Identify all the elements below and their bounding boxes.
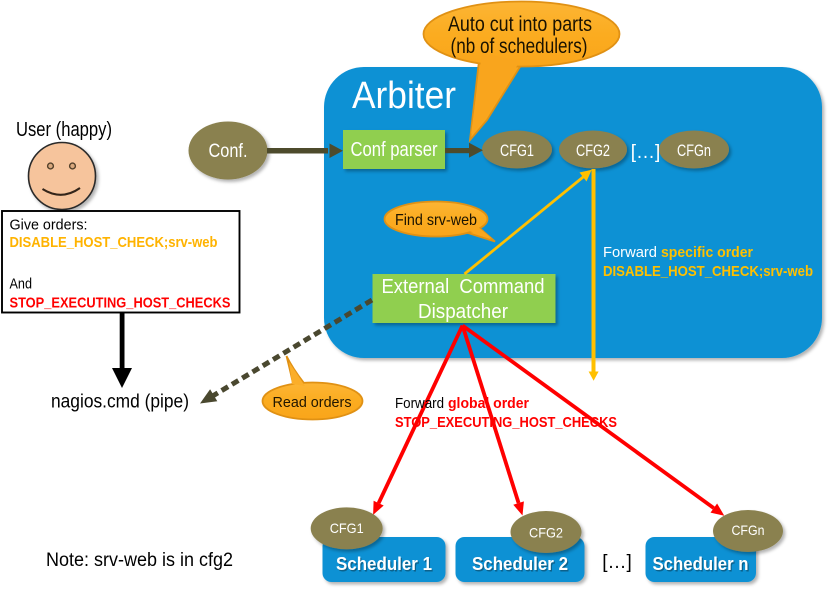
svg-text:global order: global order: [448, 395, 529, 412]
svg-text:CFG1: CFG1: [330, 520, 364, 536]
svg-text:And: And: [10, 276, 33, 293]
svg-text:STOP_EXECUTING_HOST_CHECKS: STOP_EXECUTING_HOST_CHECKS: [395, 414, 617, 431]
svg-text:Arbiter: Arbiter: [352, 75, 456, 117]
svg-text:DISABLE_HOST_CHECK;srv-web: DISABLE_HOST_CHECK;srv-web: [603, 263, 813, 280]
svg-text:nagios.cmd (pipe): nagios.cmd (pipe): [51, 392, 189, 413]
svg-text:CFGn: CFGn: [677, 142, 711, 160]
svg-text:Give orders:: Give orders:: [10, 217, 88, 234]
svg-text:Forward: Forward: [603, 244, 657, 261]
svg-text:[…]: […]: [602, 552, 632, 573]
svg-text:CFG2: CFG2: [576, 142, 610, 160]
svg-text:Read orders: Read orders: [273, 394, 352, 411]
svg-text:Conf parser: Conf parser: [351, 139, 438, 161]
svg-text:CFG1: CFG1: [500, 142, 534, 160]
svg-text:External Command: External Command: [382, 276, 545, 298]
svg-text:Scheduler n: Scheduler n: [653, 554, 749, 574]
svg-text:STOP_EXECUTING_HOST_CHECKS: STOP_EXECUTING_HOST_CHECKS: [10, 295, 231, 312]
svg-text:Auto cut into parts: Auto cut into parts: [448, 12, 592, 36]
svg-text:Scheduler 2: Scheduler 2: [473, 555, 569, 575]
svg-text:DISABLE_HOST_CHECK;srv-web: DISABLE_HOST_CHECK;srv-web: [10, 234, 218, 251]
svg-text:specific order: specific order: [661, 244, 753, 261]
svg-text:User (happy): User (happy): [16, 119, 112, 141]
svg-text:Scheduler 2: Scheduler 2: [472, 554, 568, 574]
svg-text:Forward: Forward: [395, 395, 444, 412]
svg-text:Scheduler 1: Scheduler 1: [337, 555, 433, 575]
svg-text:Scheduler n: Scheduler n: [654, 555, 750, 575]
svg-text:CFG2: CFG2: [529, 525, 563, 541]
svg-text:Find srv-web: Find srv-web: [395, 212, 477, 229]
svg-text:Conf.: Conf.: [209, 141, 248, 162]
svg-text:(nb of schedulers): (nb of schedulers): [451, 34, 588, 58]
svg-text:Scheduler 1: Scheduler 1: [336, 554, 432, 574]
svg-text:[…]: […]: [631, 142, 661, 163]
svg-text:Dispatcher: Dispatcher: [418, 301, 508, 323]
svg-text:CFGn: CFGn: [732, 522, 765, 538]
svg-text:Note: srv-web is in cfg2: Note: srv-web is in cfg2: [46, 550, 233, 571]
